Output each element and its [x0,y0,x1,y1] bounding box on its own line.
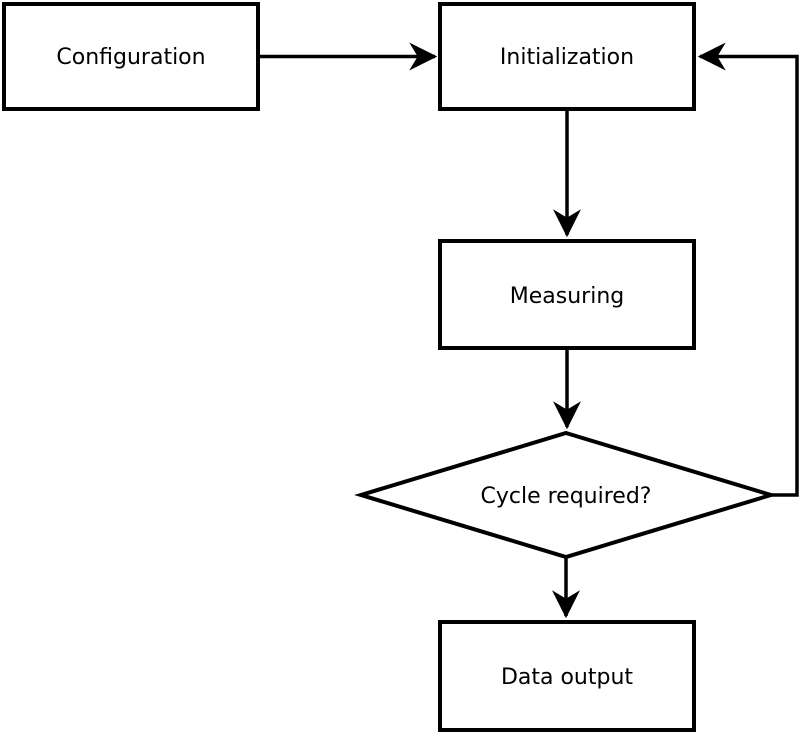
node-initialization [438,2,696,111]
node-measuring [438,239,696,350]
node-configuration-label: Configuration [56,45,205,70]
node-data-output [438,620,696,732]
node-initialization-label: Initialization [500,45,634,70]
node-data-output-label: Data output [501,665,633,690]
node-cycle-required-label: Cycle required? [481,484,652,509]
edge-cycle-required-to-initialization [697,42,799,497]
node-configuration [2,2,260,111]
node-cycle-required [354,430,778,560]
node-measuring-label: Measuring [510,284,624,309]
